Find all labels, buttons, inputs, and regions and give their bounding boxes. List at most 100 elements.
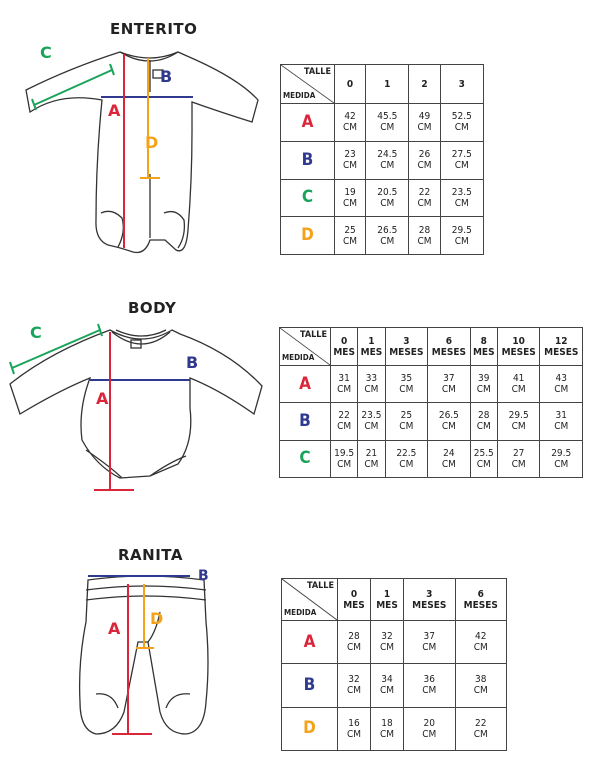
size-header: 2	[408, 64, 441, 104]
row-label: B	[280, 140, 335, 180]
talle-label: TALLE	[300, 330, 327, 340]
row-label: B	[279, 402, 331, 441]
body-label-a: A	[96, 389, 109, 408]
enterito-diagram: C B A D	[25, 43, 259, 254]
ranita-diagram: B A D	[78, 568, 209, 735]
row-label: D	[281, 706, 338, 752]
row-label: C	[279, 439, 331, 479]
medida-label: MEDIDA	[284, 608, 317, 617]
size-header: 3	[439, 64, 485, 104]
body-label-c: C	[30, 323, 42, 342]
section-title-body: BODY	[128, 299, 177, 317]
ranita-label-a: A	[108, 619, 121, 638]
section-title-ranita: RANITA	[118, 546, 183, 564]
talle-label: TALLE	[304, 67, 331, 77]
ranita-label-d: D	[150, 609, 163, 628]
row-label: A	[280, 103, 335, 142]
size-header: 1	[365, 64, 410, 104]
table-corner-header: TALLE MEDIDA	[280, 64, 335, 104]
enterito-label-d: D	[145, 133, 158, 152]
row-label: A	[279, 364, 331, 404]
enterito-label-b: B	[160, 67, 172, 86]
medida-label: MEDIDA	[283, 91, 316, 100]
enterito-label-c: C	[40, 43, 52, 62]
enterito-measure-lines	[31, 54, 193, 248]
row-label: D	[280, 216, 335, 255]
talle-label: TALLE	[307, 581, 334, 591]
row-label: A	[281, 619, 338, 665]
table-corner-header: TALLE MEDIDA	[279, 327, 331, 366]
medida-label: MEDIDA	[282, 353, 315, 362]
row-label: B	[281, 663, 338, 708]
ranita-label-b: B	[198, 568, 209, 584]
row-label: C	[280, 178, 335, 218]
table-corner-header: TALLE MEDIDA	[281, 578, 338, 621]
